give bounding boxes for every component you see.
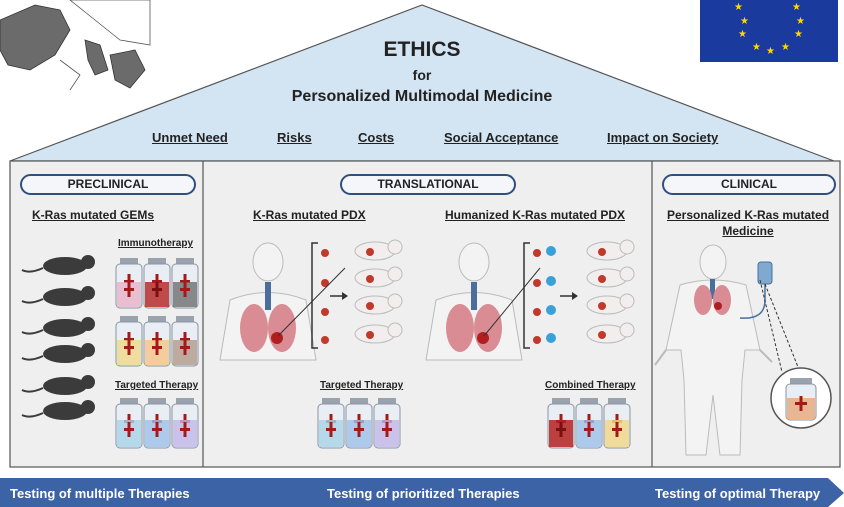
combined-therapy-label: Combined Therapy	[545, 380, 636, 391]
pdx-mice-left	[354, 239, 403, 344]
patient-figure-right	[425, 242, 523, 361]
main-title: ETHICS	[383, 38, 461, 61]
eu-flag-image: ★ ★ ★ ★ ★ ★ ★ ★ ★	[700, 0, 838, 62]
personalized-vial-circle	[770, 367, 832, 429]
europe-map-image	[0, 0, 151, 92]
pdx-mice-right	[586, 239, 635, 344]
clinical-label: CLINICAL	[662, 174, 836, 195]
svg-text:★: ★	[794, 29, 803, 40]
iv-drip-bag	[739, 261, 801, 373]
targeted-therapy-label-translational: Targeted Therapy	[320, 380, 404, 391]
subtitle: Personalized Multimodal Medicine	[291, 88, 553, 105]
progress-arrow	[0, 478, 844, 507]
svg-text:★: ★	[781, 42, 790, 53]
translational-heading-right: Humanized K-Ras mutated PDX	[445, 208, 626, 222]
aspect-costs: Costs	[358, 130, 395, 145]
translational-label: TRANSLATIONAL	[340, 174, 516, 195]
svg-text:★: ★	[740, 16, 749, 27]
svg-text:★: ★	[752, 42, 761, 53]
clinical-patient-figure	[654, 244, 773, 456]
combined-therapy-vials	[547, 397, 631, 449]
clinical-heading-line1: Personalized K-Ras mutated	[666, 208, 830, 222]
preclinical-label: PRECLINICAL	[20, 174, 196, 195]
immunotherapy-label: Immunotherapy	[118, 238, 194, 249]
arrow-text-prioritized: Testing of prioritized Therapies	[327, 486, 520, 501]
title-for: for	[412, 67, 432, 83]
targeted-therapy-vials-preclinical	[115, 397, 199, 449]
patient-figure-left	[219, 242, 317, 361]
preclinical-heading: K-Ras mutated GEMs	[32, 208, 155, 222]
targeted-therapy-label-preclinical: Targeted Therapy	[115, 380, 199, 391]
svg-text:★: ★	[738, 29, 747, 40]
translational-heading-left: K-Ras mutated PDX	[253, 208, 366, 222]
aspect-social-acceptance: Social Acceptance	[444, 130, 559, 145]
mice-group	[21, 255, 95, 420]
tumor-samples-left	[277, 242, 348, 349]
arrow-text-multiple: Testing of multiple Therapies	[10, 486, 190, 501]
immunotherapy-vials	[115, 257, 199, 367]
svg-text:★: ★	[766, 46, 775, 57]
aspect-risks: Risks	[277, 130, 312, 145]
svg-text:★: ★	[734, 2, 743, 13]
arrow-text-optimal: Testing of optimal Therapy	[655, 486, 821, 501]
tumor-samples-right	[483, 242, 578, 349]
clinical-heading-line2: Medicine	[722, 224, 774, 238]
svg-text:★: ★	[792, 2, 801, 13]
aspect-impact-on-society: Impact on Society	[607, 130, 719, 145]
targeted-therapy-vials-translational	[317, 397, 401, 449]
aspect-unmet-need: Unmet Need	[152, 130, 228, 145]
svg-text:★: ★	[796, 16, 805, 27]
